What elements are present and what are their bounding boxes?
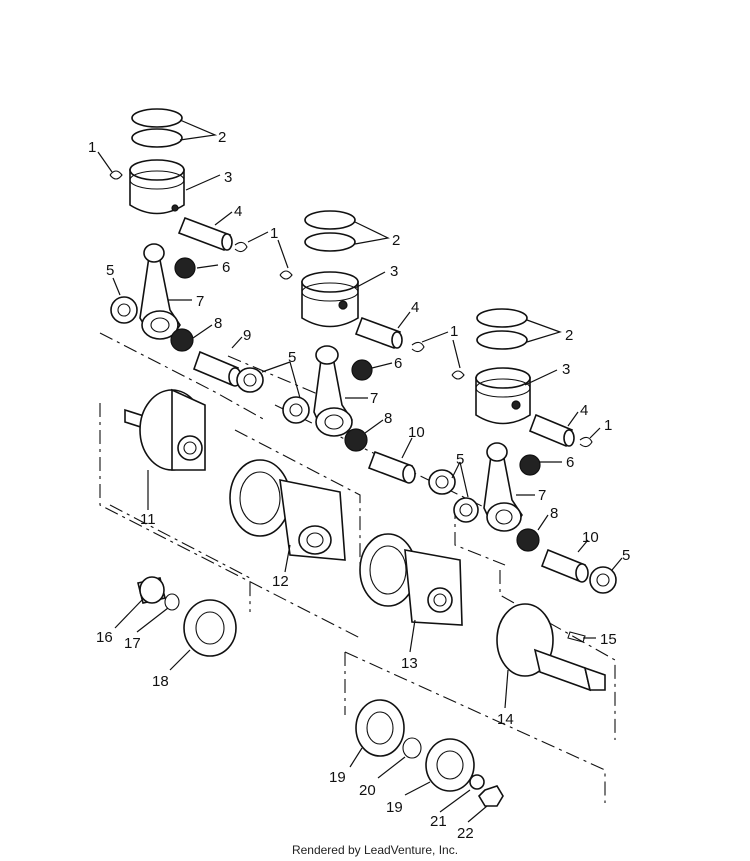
callout-17: 17 — [124, 635, 141, 652]
callout-1: 1 — [604, 417, 612, 434]
callout-4: 4 — [580, 402, 588, 419]
cylinder-3-parts — [451, 308, 617, 594]
callout-2: 2 — [392, 232, 400, 249]
callout-6: 6 — [222, 259, 230, 276]
callout-18: 18 — [152, 673, 169, 690]
footer-credit: Rendered by LeadVenture, Inc. — [291, 843, 459, 857]
callout-21: 21 — [430, 813, 447, 830]
callout-5: 5 — [622, 547, 630, 564]
cylinder-1-parts — [109, 108, 264, 393]
callout-2: 2 — [565, 327, 573, 344]
callout-5: 5 — [456, 451, 464, 468]
callout-7: 7 — [370, 390, 378, 407]
callout-1: 1 — [270, 225, 278, 242]
callout-14: 14 — [497, 711, 514, 728]
callout-19: 19 — [386, 799, 403, 816]
callout-labels: 1 2 3 4 1 6 5 7 8 9 5 2 3 4 1 6 7 8 10 5… — [88, 129, 630, 842]
callout-19: 19 — [329, 769, 346, 786]
callout-12: 12 — [272, 573, 289, 590]
callout-10: 10 — [582, 529, 599, 546]
callout-11: 11 — [140, 511, 156, 528]
callout-5: 5 — [106, 262, 114, 279]
callout-8: 8 — [384, 410, 392, 427]
callout-7: 7 — [196, 293, 204, 310]
callout-16: 16 — [96, 629, 113, 646]
callout-15: 15 — [600, 631, 617, 648]
callout-3: 3 — [224, 169, 232, 186]
crankshaft-parts — [124, 388, 606, 692]
callout-6: 6 — [394, 355, 402, 372]
callout-22: 22 — [457, 825, 474, 842]
callout-9: 9 — [243, 327, 251, 344]
callout-2: 2 — [218, 129, 226, 146]
callout-13: 13 — [401, 655, 418, 672]
callout-8: 8 — [550, 505, 558, 522]
cylinder-2-parts — [279, 210, 479, 523]
callout-8: 8 — [214, 315, 222, 332]
callout-4: 4 — [411, 299, 419, 316]
callout-4: 4 — [234, 203, 242, 220]
callout-1: 1 — [88, 139, 96, 156]
callout-6: 6 — [566, 454, 574, 471]
main-bearing-parts — [137, 576, 504, 807]
callout-5: 5 — [288, 349, 296, 366]
callout-10: 10 — [408, 424, 425, 441]
callout-3: 3 — [390, 263, 398, 280]
callout-20: 20 — [359, 782, 376, 799]
callout-7: 7 — [538, 487, 546, 504]
leader-lines — [97, 119, 623, 823]
callout-3: 3 — [562, 361, 570, 378]
callout-1: 1 — [450, 323, 458, 340]
